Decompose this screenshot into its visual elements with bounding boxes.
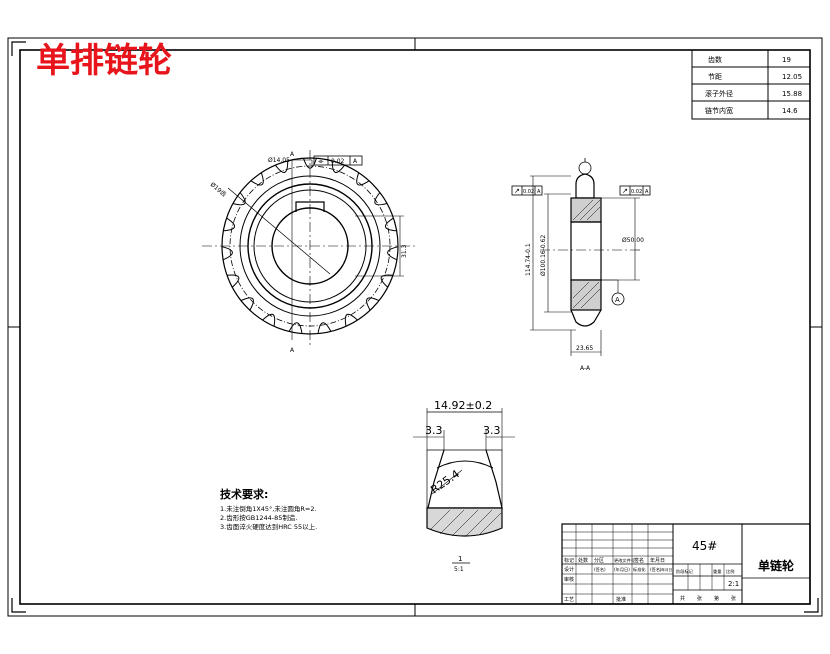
datum-label: A	[615, 296, 620, 304]
dim-chamfer-left: 3.3	[425, 424, 443, 437]
tooth-gap	[274, 160, 289, 173]
tooth-gap	[262, 313, 276, 327]
part-name: 单链轮	[758, 558, 795, 573]
scale-top: 1	[458, 555, 462, 563]
tb-cell: 审核	[564, 576, 574, 583]
param-label: 滚子外径	[705, 89, 733, 98]
scale-bottom: 5:1	[454, 566, 464, 573]
dim-bore: Ø50.00	[622, 237, 644, 244]
dim-outer: 114.74-0.1	[525, 243, 532, 276]
tb-cell: 年月日	[650, 557, 665, 564]
param-value: 14.6	[782, 107, 798, 115]
tb-stage: 比例	[726, 568, 734, 575]
tb-cell: (年月日)	[660, 567, 674, 572]
datum-left: A	[537, 189, 541, 195]
parameter-table: 齿数 19 节距 12.05 滚子外径 15.88 链节内宽 14.6	[691, 49, 811, 120]
tooth-gap	[221, 246, 233, 261]
tooth-gap	[223, 217, 235, 232]
param-value: 19	[782, 56, 791, 64]
tb-cell: (年月日)	[614, 566, 630, 573]
tb-stage: 阶段标记	[676, 568, 694, 575]
tol-right: 0.02	[631, 189, 642, 195]
dim-pcd: Ø19齿	[209, 180, 228, 198]
runout-icon: ↗	[514, 187, 520, 195]
scale-value: 2:1	[728, 580, 739, 588]
sheet-frame	[7, 37, 823, 617]
material: 45#	[692, 539, 717, 553]
title-block	[561, 523, 811, 605]
tooth-gap	[387, 246, 399, 261]
param-value: 12.05	[782, 73, 802, 81]
sprocket-section-view	[530, 158, 640, 356]
param-value: 15.88	[782, 90, 802, 98]
tooth-gap	[288, 322, 303, 334]
tb-cell: (签名)	[594, 566, 606, 573]
title-block-text: 45# 单链轮 2:1 标记 处数 分区 更改文件号 签名 年月日 设计 (签名…	[564, 539, 795, 603]
dim-tooth-width: 14.92±0.2	[434, 399, 492, 412]
section-label: A-A	[580, 365, 591, 372]
requirement-item: 3.齿面淬火硬度达到HRC 55以上.	[220, 522, 317, 531]
datum-right: A	[645, 189, 649, 195]
tooth-gap	[226, 274, 240, 288]
tb-cell: 批准	[616, 596, 626, 603]
technical-requirements: 技术要求: 1.未注倒角1X45°,未注圆角R=2. 2.齿形按GB1244-8…	[220, 487, 317, 531]
drawing-title: 单排链轮	[36, 41, 172, 81]
param-label: 节距	[708, 73, 722, 81]
tooth-gap	[344, 313, 358, 327]
front-view-annotations: Ø14.05 ⌯ 0.02 A Ø19齿 31.3 A A	[209, 151, 408, 354]
tb-sheet: 张	[731, 595, 736, 602]
flatness-icon: ⌯	[318, 157, 324, 165]
tooth-gap	[331, 160, 346, 173]
sprocket-front-view	[202, 150, 418, 345]
tb-stage: 重量	[713, 568, 721, 575]
tb-cell: 标记	[564, 557, 574, 564]
tb-sheet: 共	[680, 595, 685, 602]
runout-icon: ↗	[622, 187, 628, 195]
tooth-detail-annotations: 14.92±0.2 3.3 3.3 R25.4 1 5:1	[425, 399, 501, 573]
requirement-item: 2.齿形按GB1244-85制造.	[220, 513, 297, 522]
tooth-gap	[366, 297, 380, 311]
tooth-gap	[356, 172, 370, 186]
requirement-item: 1.未注倒角1X45°,未注圆角R=2.	[220, 504, 317, 513]
dim-width: 23.65	[576, 345, 593, 352]
tb-cell: 标准化	[633, 566, 646, 573]
section-view-annotations: ↗ 0.02 A ↗ 0.02 A 114.74-0.1 Ø100.16-0.6…	[511, 185, 651, 372]
tb-cell: 更改文件号	[614, 557, 635, 564]
tooth-detail-view	[413, 408, 515, 564]
param-label: 链节内宽	[705, 106, 733, 115]
dim-root: Ø100.16-0.62	[540, 235, 547, 276]
dim-keyway: 31.3	[401, 244, 408, 258]
section-mark-bottom: A	[290, 347, 295, 354]
dim-radius: R25.4	[428, 467, 462, 496]
tooth-gap	[250, 172, 264, 186]
dim-top: Ø14.05	[268, 157, 290, 164]
tb-cell: 签名	[634, 557, 644, 564]
tb-cell: 分区	[594, 557, 604, 564]
tb-cell: (签名)	[650, 566, 662, 573]
tooth-gap	[380, 274, 394, 288]
requirements-heading: 技术要求:	[220, 487, 268, 501]
tb-cell: 工艺	[564, 597, 574, 603]
tooth-gap	[317, 322, 332, 334]
tooth-gap	[374, 192, 388, 206]
tooth-gap	[232, 192, 246, 206]
tol-top: 0.02	[331, 158, 345, 165]
tb-cell: 设计	[564, 566, 574, 573]
tooth-gap	[240, 297, 254, 311]
tb-cell: 处数	[578, 557, 588, 564]
tb-sheet: 张	[697, 595, 702, 602]
param-label: 齿数	[708, 55, 722, 64]
tb-sheet: 第	[714, 595, 719, 602]
dim-chamfer-right: 3.3	[483, 424, 501, 437]
section-mark-top: A	[290, 151, 295, 158]
datum-top: A	[353, 158, 358, 165]
tooth-gap	[385, 217, 397, 232]
tol-left: 0.02	[523, 189, 534, 195]
